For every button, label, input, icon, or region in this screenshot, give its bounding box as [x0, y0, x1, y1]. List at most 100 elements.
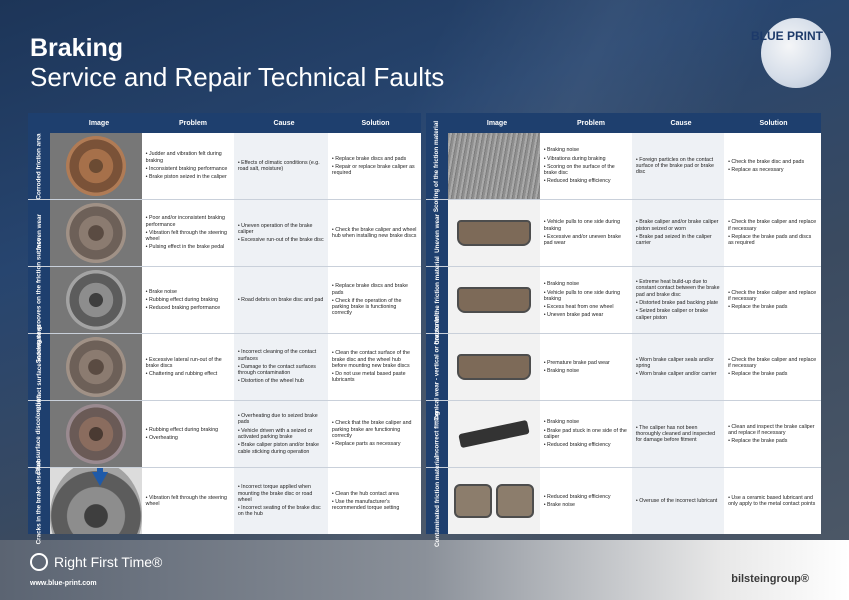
solution-cell: • Check the brake caliper and replace if…	[724, 200, 821, 266]
cause-cell: • The caliper has not been thoroughly cl…	[631, 401, 725, 467]
solution-cell: • Clean and inspect the brake caliper an…	[724, 401, 821, 467]
bullet-item: • Use the manufacturer's recommended tor…	[331, 498, 400, 512]
bullet-item: • Uneven operation of the brake caliper	[237, 222, 313, 235]
bullet-item: • Incorrect cleaning of the contact surf…	[237, 349, 317, 362]
bullet-item: • Brake pad stuck in one side of the cal…	[543, 427, 627, 440]
bullet-item: • Foreign particles on the contact surfa…	[635, 156, 714, 176]
table-header: Image Problem Cause Solution	[426, 113, 821, 133]
problem-cell: • Reduced braking efficiency• Brake nois…	[540, 468, 632, 534]
fault-photo	[448, 200, 540, 266]
problem-cell: • Premature brake pad wear• Braking nois…	[540, 334, 632, 400]
cause-cell: • Worn brake caliper seals and/or spring…	[631, 334, 725, 400]
header-solution: Solution	[759, 119, 788, 127]
solution-cell: • Clean the hub contact area• Use the ma…	[328, 468, 421, 534]
bullet-item: • The caliper has not been thoroughly cl…	[635, 424, 716, 444]
bullet-item: • Clean and inspect the brake caliper an…	[728, 423, 815, 436]
fault-label: Corroded friction area	[28, 133, 50, 199]
bullet-item: • Worn brake caliper seals and/or spring	[635, 356, 714, 369]
problem-cell: • Braking noise• Brake pad stuck in one …	[540, 401, 632, 467]
cause-cell: • Brake caliper and/or brake caliper pis…	[631, 200, 725, 266]
bullet-item: • Reduced braking performance	[145, 305, 221, 312]
bullet-item: • Excessive lateral run-out of the brake…	[145, 356, 222, 369]
bullet-item: • Excessive and/or uneven brake pad wear	[543, 234, 621, 247]
bullet-item: • Poor and/or inconsistent braking perfo…	[145, 215, 225, 228]
bullet-item: • Check if the operation of the parking …	[331, 297, 402, 317]
bullet-item: • Brake noise	[543, 502, 575, 508]
fault-label: Conical wear - vertical or horizontal	[426, 314, 448, 420]
solution-cell: • Replace brake discs and pads• Repair o…	[328, 133, 421, 199]
fault-row: Uneven wear• Vehicle pulls to one side d…	[426, 199, 821, 266]
bullet-item: • Overheating	[145, 435, 178, 441]
right-first-time: Right First Time®	[30, 553, 162, 571]
fault-photo	[448, 267, 540, 333]
solution-cell: • Replace brake discs and brake pads• Ch…	[328, 267, 421, 333]
bullet-item: • Distorted brake pad backing plate	[635, 300, 719, 306]
bullet-item: • Damage to the contact surfaces through…	[237, 363, 316, 377]
bullet-item: • Brake pad seized in the caliper carrie…	[635, 234, 712, 247]
bullet-item: • Replace brake discs and brake pads	[331, 283, 408, 296]
bullet-item: • Replace the brake pads	[728, 438, 788, 445]
fault-photo	[50, 334, 142, 400]
left-faults-table: Image Problem Cause Solution Corroded fr…	[28, 113, 421, 544]
fault-row: Conical wear - vertical or horizontal • P…	[426, 314, 821, 420]
cause-cell: • Uneven operation of the brake caliper•…	[233, 200, 328, 266]
bullet-item: • Vibration felt through the steering wh…	[145, 494, 227, 507]
bullet-item: • Excess heat from one wheel	[543, 304, 614, 311]
solution-cell: • Check the brake caliper and replace if…	[724, 334, 821, 400]
right-faults-table: Image Problem Cause Solution Scoring of …	[426, 113, 821, 546]
bullet-item: • Chattering and rubbing effect	[145, 371, 218, 378]
fault-photo	[448, 334, 540, 400]
bullet-item: • Judder and vibration felt during braki…	[145, 151, 222, 164]
logo-text: BLUE PRINT	[751, 29, 823, 43]
solution-cell: • Check the brake caliper and wheel hub …	[328, 200, 421, 266]
brake-pad-clip	[458, 419, 530, 449]
fault-photo	[448, 401, 540, 467]
bullet-item: • Vibrations during braking	[543, 155, 606, 162]
solution-cell: • Use a ceramic based lubricant and only…	[724, 468, 821, 534]
header-image: Image	[486, 119, 508, 127]
bilstein-logo-text: bilsteingroup®	[731, 573, 809, 585]
fault-label-text: Uneven wear	[433, 213, 441, 253]
bullet-item: • Clean the hub contact area	[331, 490, 399, 497]
solution-cell: • Check the brake disc and pads• Replace…	[724, 133, 821, 199]
page-title: Braking	[30, 34, 124, 62]
bullet-item: • Braking noise	[543, 147, 580, 154]
bullet-item: • Inconsistent braking performance	[145, 166, 228, 172]
footer-band	[0, 540, 849, 600]
bullet-item: • Replace as necessary	[728, 167, 784, 173]
website-link[interactable]: www.blue-print.com	[30, 580, 97, 587]
cause-cell: • Overuse of the incorrect lubricant	[631, 468, 725, 534]
fault-label: Cracks in the friction material	[426, 256, 448, 344]
fault-row: Incorrect fitting • Braking noise• Brake …	[426, 400, 821, 467]
fault-label: Blue surface discoloration	[28, 394, 50, 474]
bullet-item: • Incorrect torque applied when mounting…	[237, 484, 313, 503]
fault-label: Cracks in the brake disc hub	[28, 458, 50, 544]
fault-row: Cracks in the brake disc hub • Vibration …	[28, 458, 421, 544]
table-header: Image Problem Cause Solution	[28, 113, 421, 133]
fault-photo	[50, 267, 142, 333]
fault-label-text: Cracks in the brake disc hub	[35, 458, 43, 544]
bullet-item: • Repair or replace brake caliper as req…	[331, 163, 415, 177]
fault-label-text: Scoring of the friction material	[433, 120, 441, 212]
bullet-item: • Clean the contact surface of the brake…	[331, 350, 410, 369]
bullet-item: • Replace brake discs and pads	[331, 155, 407, 162]
bullet-item: • Worn brake caliper and/or carrier	[635, 371, 717, 378]
fault-photo	[50, 200, 142, 266]
fault-row: Scoring of the friction material • Brakin…	[426, 120, 821, 212]
header-cause: Cause	[273, 119, 295, 127]
fault-label-text: Corroded friction area	[35, 132, 43, 200]
bullet-item: • Incorrect seating of the brake disc on…	[237, 505, 321, 518]
brake-disc	[65, 136, 126, 196]
problem-cell: • Rubbing effect during braking• Overhea…	[142, 401, 234, 467]
bullet-item: • Brake caliper and/or brake caliper pis…	[635, 219, 719, 232]
bullet-item: • Check the brake caliper and replace if…	[728, 356, 817, 369]
bullet-item: • Replace the brake pads and discs as re…	[728, 234, 812, 247]
brake-disc	[65, 337, 126, 397]
bullet-item: • Brake noise	[145, 288, 177, 295]
fault-label-text: Incorrect fitting	[433, 410, 441, 458]
bullet-item: • Vehicle driven with a seized or activa…	[237, 427, 313, 440]
fault-row: Contact surface indentations• Excessive …	[28, 324, 421, 410]
fault-label: Uneven wear	[426, 200, 448, 266]
bullet-item: • Check the brake caliper and wheel hub …	[331, 226, 417, 239]
bullet-item: • Extreme heat build-up due to constant …	[635, 279, 720, 298]
